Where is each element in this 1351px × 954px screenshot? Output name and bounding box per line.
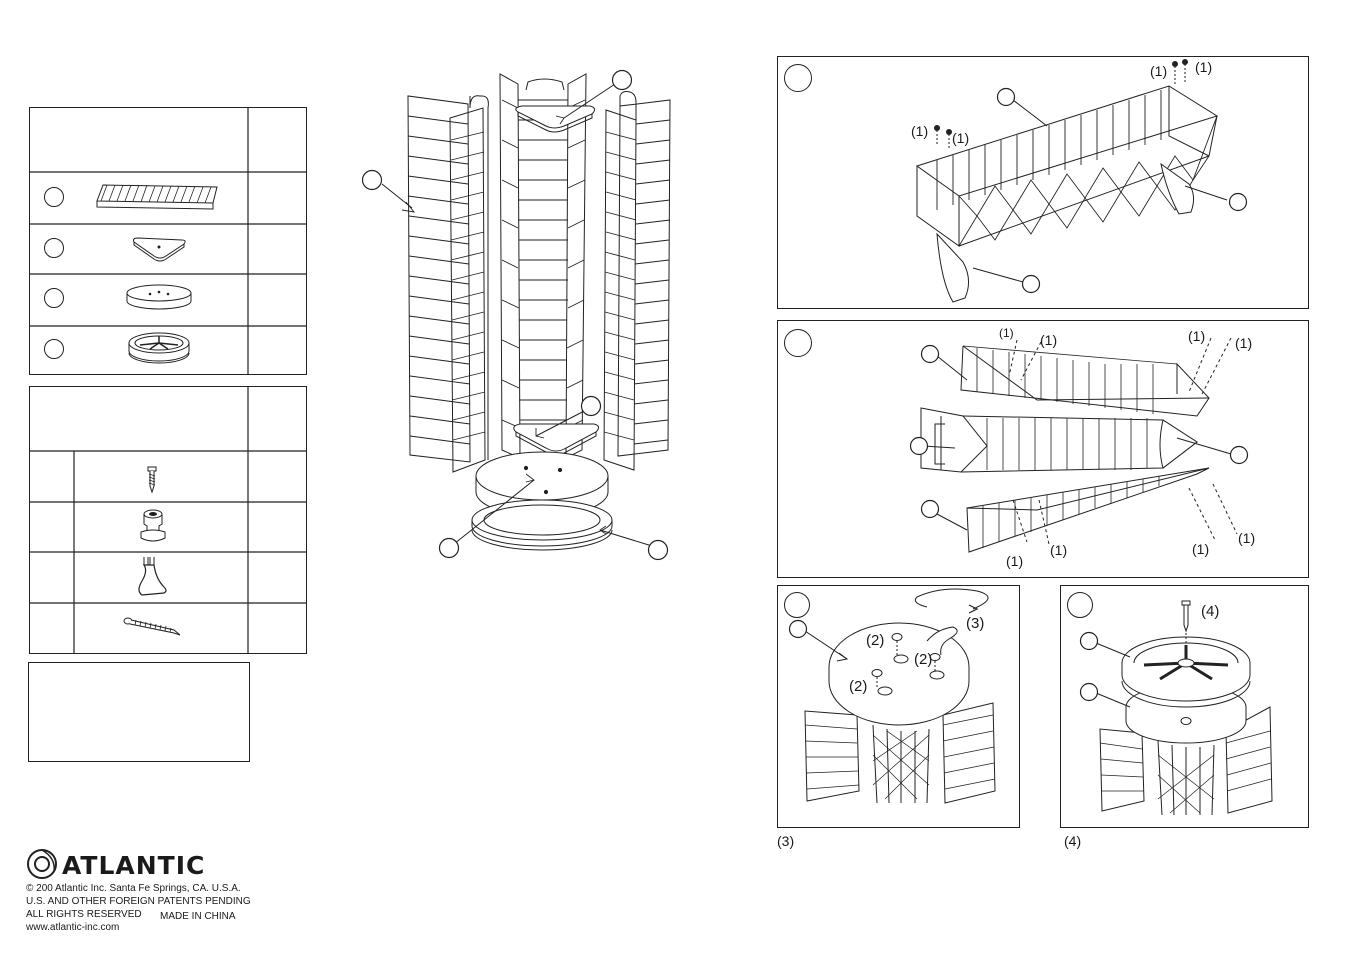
step-4-diagram: [1079, 600, 1273, 816]
note-box: [28, 662, 250, 762]
step-3-bolt-label: (2): [866, 632, 885, 649]
step-4-screw-label: (4): [1201, 603, 1220, 620]
step-3-number-circle: [784, 592, 810, 618]
turntable-icon: [128, 332, 190, 364]
step-2-panel: [777, 320, 1309, 578]
website-text: www.atlantic-inc.com: [26, 922, 120, 933]
patents-text: U.S. AND OTHER FOREIGN PATENTS PENDING: [26, 896, 251, 907]
short-screw-icon: [147, 466, 157, 494]
rights-text: ALL RIGHTS RESERVED: [26, 909, 142, 920]
bushing-icon: [140, 509, 166, 542]
step-4-caption: (4): [1064, 833, 1082, 849]
atlantic-logo-mark: [27, 849, 57, 879]
step-1-quantity-label: (1): [952, 130, 970, 146]
step-3-panel: [777, 585, 1020, 828]
foot-bracket-icon: [138, 557, 167, 596]
step-2-number-circle: [784, 329, 812, 357]
step-3-caption: (3): [777, 833, 795, 849]
part-ref-circle: [44, 238, 64, 258]
step-3-diagram: [788, 588, 996, 804]
hardware-table-grid: [29, 386, 307, 654]
step-2-diagram: [909, 337, 1249, 553]
exploded-rack-diagram: [361, 69, 671, 561]
part-ref-circle: [44, 339, 64, 359]
step-2-quantity-label: (1): [999, 326, 1014, 340]
step-2-quantity-label: (1): [1238, 530, 1256, 546]
step-1-diagram: [915, 59, 1248, 303]
step-2-quantity-label: (1): [1006, 553, 1024, 569]
step-1-quantity-label: (1): [1150, 63, 1168, 79]
round-base-icon: [126, 284, 192, 310]
step-3-bolt-label: (2): [849, 678, 868, 695]
parts-table: [29, 107, 307, 375]
step-2-quantity-label: (1): [1192, 541, 1210, 557]
step-1-panel: [777, 56, 1309, 309]
hardware-table: [29, 386, 307, 654]
copyright-text: © 200 Atlantic Inc. Santa Fe Springs, CA…: [26, 883, 241, 894]
step-4-number-circle: [1067, 592, 1093, 618]
step-2-quantity-label: (1): [1188, 328, 1206, 344]
triangle-plate-icon: [133, 237, 186, 262]
step-2-quantity-label: (1): [1235, 335, 1253, 351]
step-3-rotate-label: (3): [966, 615, 985, 632]
step-4-panel: [1060, 585, 1309, 828]
atlantic-logo-wordmark: ATLANTIC: [62, 851, 206, 880]
step-1-quantity-label: (1): [911, 123, 929, 139]
parts-table-grid: [29, 107, 307, 375]
part-ref-circle: [44, 288, 64, 308]
step-2-quantity-label: (1): [1040, 332, 1058, 348]
step-1-number-circle: [784, 64, 812, 92]
step-3-bolt-label: (2): [914, 651, 933, 668]
long-screw-icon: [123, 617, 181, 636]
made-in-text: MADE IN CHINA: [160, 911, 236, 922]
wire-rack-icon: [96, 184, 218, 210]
step-2-quantity-label: (1): [1050, 542, 1068, 558]
step-1-quantity-label: (1): [1195, 59, 1213, 75]
part-ref-circle: [44, 187, 64, 207]
